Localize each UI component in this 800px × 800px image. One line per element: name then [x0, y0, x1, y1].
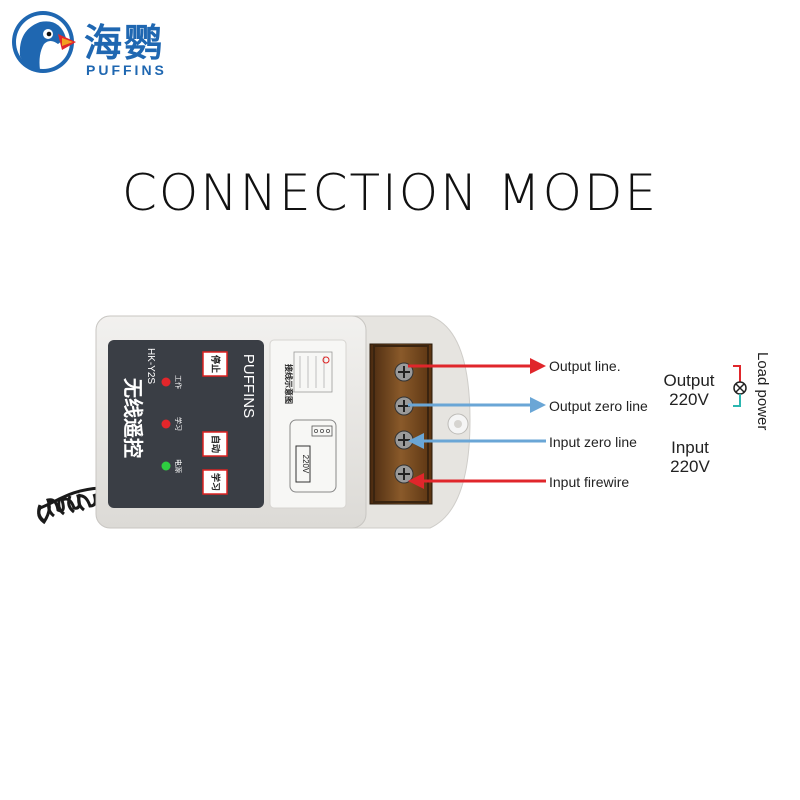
input-voltage-value: 220V [670, 457, 710, 476]
output-zero-line-arrow [408, 397, 546, 413]
input-voltage-label: Input 220V [654, 438, 726, 476]
wiring-diagram-label [269, 339, 347, 509]
input-zero-line-arrow [408, 433, 546, 449]
output-voltage-label: Output 220V [650, 371, 728, 409]
logo-english-text: PUFFINS [86, 62, 167, 78]
led-learn-label: 学习 [174, 417, 183, 431]
coiled-cable [37, 486, 101, 525]
load-lamp-icon [733, 365, 747, 407]
output-voltage-value: 220V [669, 390, 709, 409]
brand-logo: 海鹦 PUFFINS [10, 8, 210, 78]
output-zero-line-label: Output zero line [549, 398, 648, 414]
diagram-voltage: 220V [301, 455, 310, 474]
puffin-logo-icon [12, 11, 76, 73]
led-power-label: 电源 [174, 459, 183, 473]
input-zero-line-label: Input zero line [549, 434, 637, 450]
diagram-title: 接线示意图 [284, 364, 294, 404]
device-model: HK-Y2S [145, 348, 156, 384]
button-auto-label: 自动 [210, 435, 222, 453]
device-brand: PUFFINS [240, 354, 257, 418]
control-panel [108, 340, 264, 508]
button-learn-label: 学习 [210, 473, 222, 491]
load-power-label: Load power [754, 352, 771, 431]
output-line-label: Output line. [549, 358, 621, 374]
device-name: 无线遥控 [121, 378, 145, 458]
output-line-arrow [408, 358, 546, 374]
mini-device-outline [289, 419, 337, 493]
output-label: Output [663, 371, 715, 390]
input-firewire-arrow [408, 473, 546, 489]
input-firewire-label: Input firewire [549, 474, 630, 490]
button-stop-label: 停止 [210, 355, 222, 373]
terminal-screws [394, 362, 414, 484]
page-title: CONNECTION MODE [121, 164, 659, 222]
input-label: Input [671, 438, 709, 457]
led-work-label: 工作 [174, 375, 183, 389]
logo-chinese-text: 海鹦 [84, 21, 165, 65]
